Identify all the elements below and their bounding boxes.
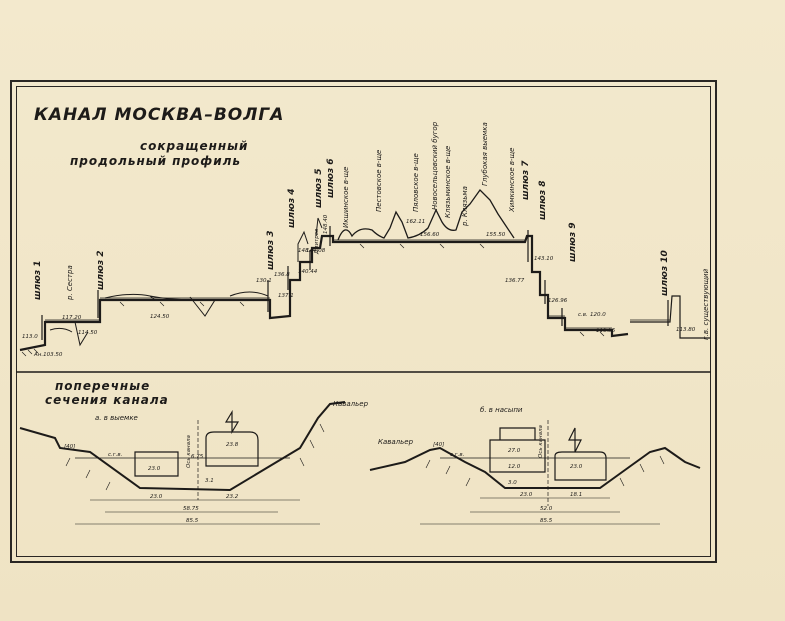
- main-title: КАНАЛ МОСКВА–ВОЛГА: [34, 105, 284, 125]
- ikshinskoe-label: Икшинское в-ще: [342, 167, 350, 228]
- elev-124-50: 124.50: [150, 314, 170, 320]
- cut-section-label: а. в выемке: [95, 414, 138, 422]
- cross-section-fill: [369, 420, 701, 525]
- sections-title-2: сечения канала: [45, 393, 169, 407]
- lock-3-label: шлюз 3: [266, 230, 276, 270]
- elev-126-96: 126.96: [548, 298, 568, 304]
- fill-depth-3: 3.0: [508, 480, 517, 486]
- pestovskoe-label: Пестовское в-ще: [375, 150, 383, 212]
- elev-114-50: 114.50: [78, 330, 98, 336]
- fill-width-27: 27.0: [508, 448, 521, 454]
- lock-9-label: шлюз 9: [568, 222, 578, 262]
- cut-mark: [40]: [64, 444, 75, 450]
- fill-dim-23: 23.0: [520, 492, 533, 498]
- cut-dim-85-5: 85.5: [186, 518, 199, 524]
- elev-140-44: 140.44: [298, 269, 318, 275]
- elev-120-0: 120.0: [590, 312, 606, 318]
- fill-section-label: б. в насыпи: [480, 406, 523, 414]
- elev-148-0: 148.0: [298, 248, 314, 254]
- cut-axis-label: Ось канала: [186, 434, 192, 468]
- lock-8-label: шлюз 8: [538, 180, 548, 220]
- pyalovskoe-label: Пяловское в-ще: [412, 153, 420, 212]
- existing-level-label: г.в. существующий: [702, 268, 710, 340]
- cut-dim-23-0: 23.0: [150, 494, 163, 500]
- lock-2-label: шлюз 2: [96, 250, 106, 290]
- elev-137-1: 137.1: [278, 293, 294, 299]
- elev-156-60: 156.60: [420, 232, 440, 238]
- klyazma-river-label: р. Клязьма: [461, 186, 469, 227]
- cut-depth: 3.1: [205, 478, 214, 484]
- lock-4-label: шлюз 4: [287, 188, 297, 228]
- fill-dim-85-5: 85.5: [540, 518, 553, 524]
- fill-width-12: 12.0: [508, 464, 521, 470]
- elev-117-20: 117.20: [62, 315, 82, 321]
- elev-116-55: 116.55: [596, 328, 616, 334]
- lock-10-label: шлюз 10: [660, 250, 670, 296]
- elev-113-80: 113.80: [676, 327, 696, 333]
- khimkinskoe-label: Химкинское в-ще: [508, 148, 516, 213]
- drawing-frame-inner: [16, 86, 711, 557]
- fill-dim-52: 52.0: [540, 506, 553, 512]
- cut-barge-width: 23.0: [148, 466, 161, 472]
- longitudinal-profile: [19, 188, 710, 357]
- deep-cut-label: Глубокая выемка: [481, 122, 489, 186]
- elev-sv: с.в.: [578, 312, 588, 318]
- cross-section-cut: [19, 401, 346, 525]
- fill-width-23: 23.0: [570, 464, 583, 470]
- cut-dim-58-75: 58.75: [183, 506, 199, 512]
- profile-subtitle-1: сокращенный: [140, 139, 248, 153]
- cut-cavalier-label: Кавальер: [333, 400, 369, 408]
- elev-113-0: 113.0: [22, 334, 38, 340]
- fill-dim-18: 18.1: [570, 492, 582, 498]
- fill-water-level: с.г.в.: [450, 452, 465, 458]
- elev-155-50: 155.50: [486, 232, 506, 238]
- profile-subtitle-2: продольный профиль: [70, 154, 241, 168]
- novoseltsovsky-label: Новосельцовский бугор: [431, 121, 439, 210]
- sestra-river-label: р. Сестра: [66, 265, 74, 301]
- lock-5-label: шлюз 5: [314, 168, 324, 208]
- cut-dim-6-75: 6.75: [191, 454, 204, 460]
- elev-130-1: 130.1: [256, 278, 272, 284]
- elev-136-8: 136.8: [274, 272, 290, 278]
- cut-water-level: с.г.в.: [108, 452, 123, 458]
- cut-dim-23-2: 23.2: [226, 494, 239, 500]
- klyazminskoe-label: Клязьминское в-ще: [444, 146, 452, 218]
- sections-title-1: поперечные: [55, 379, 150, 393]
- cut-ship-width: 23.8: [226, 442, 239, 448]
- fill-cavalier-label: Кавальер: [378, 438, 414, 446]
- drawing-frame-outer: [10, 80, 717, 563]
- lock-7-label: шлюз 7: [521, 160, 531, 200]
- elev-103-50: Ан.103.50: [33, 352, 63, 358]
- elev-148-40: 148.40: [323, 214, 329, 234]
- fill-mark: [40]: [433, 442, 444, 448]
- elev-162-11: 162.11: [406, 219, 425, 225]
- fill-axis-label: Ось канала: [538, 424, 544, 458]
- elev-136-77: 136.77: [505, 278, 525, 284]
- lock-1-label: шлюз 1: [33, 260, 43, 300]
- lock-6-label: шлюз 6: [326, 158, 336, 198]
- elev-143-10: 143.10: [534, 256, 554, 262]
- elev-144-08: 144.08: [306, 248, 326, 254]
- dmitrov-label: Дмитров: [314, 229, 320, 255]
